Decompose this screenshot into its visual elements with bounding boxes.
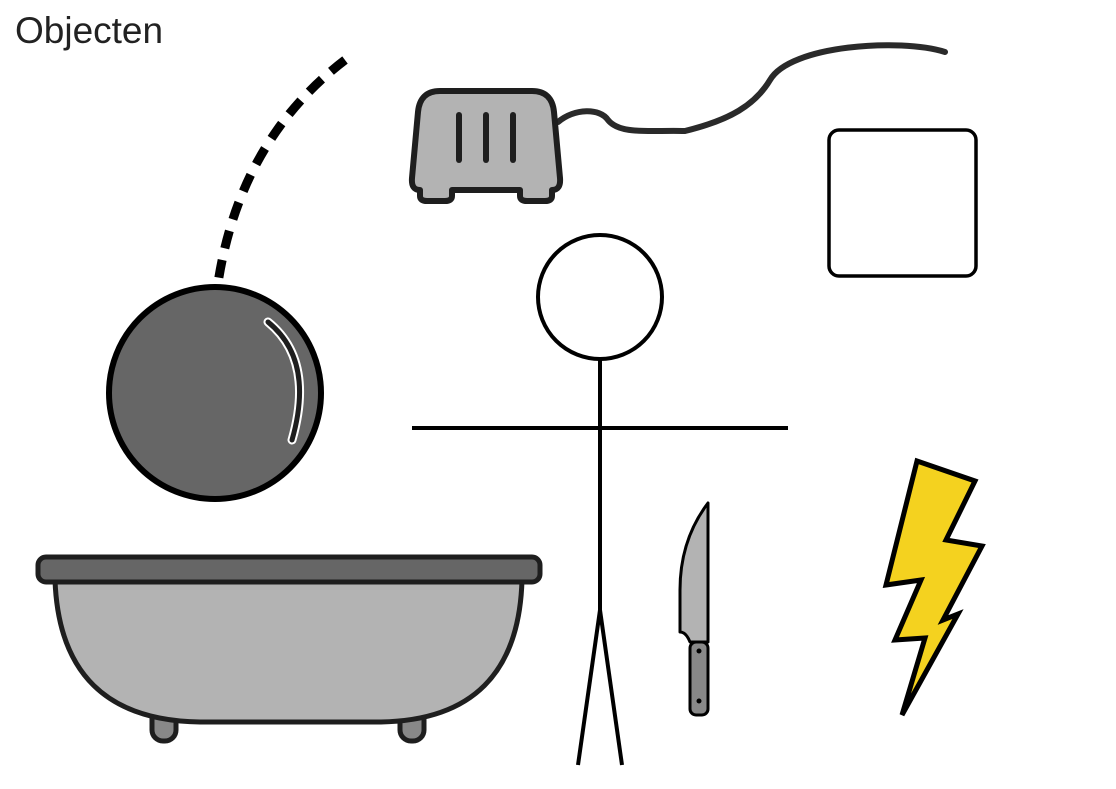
knife xyxy=(678,501,710,717)
ball xyxy=(106,284,324,502)
lightning-bolt xyxy=(882,457,986,717)
dashed-trajectory xyxy=(213,56,348,284)
page-title: Objecten xyxy=(15,10,164,51)
bathtub xyxy=(35,554,543,744)
stick-figure xyxy=(412,233,788,766)
toaster xyxy=(408,88,564,204)
power-cord xyxy=(555,42,948,135)
square-box xyxy=(827,128,978,278)
